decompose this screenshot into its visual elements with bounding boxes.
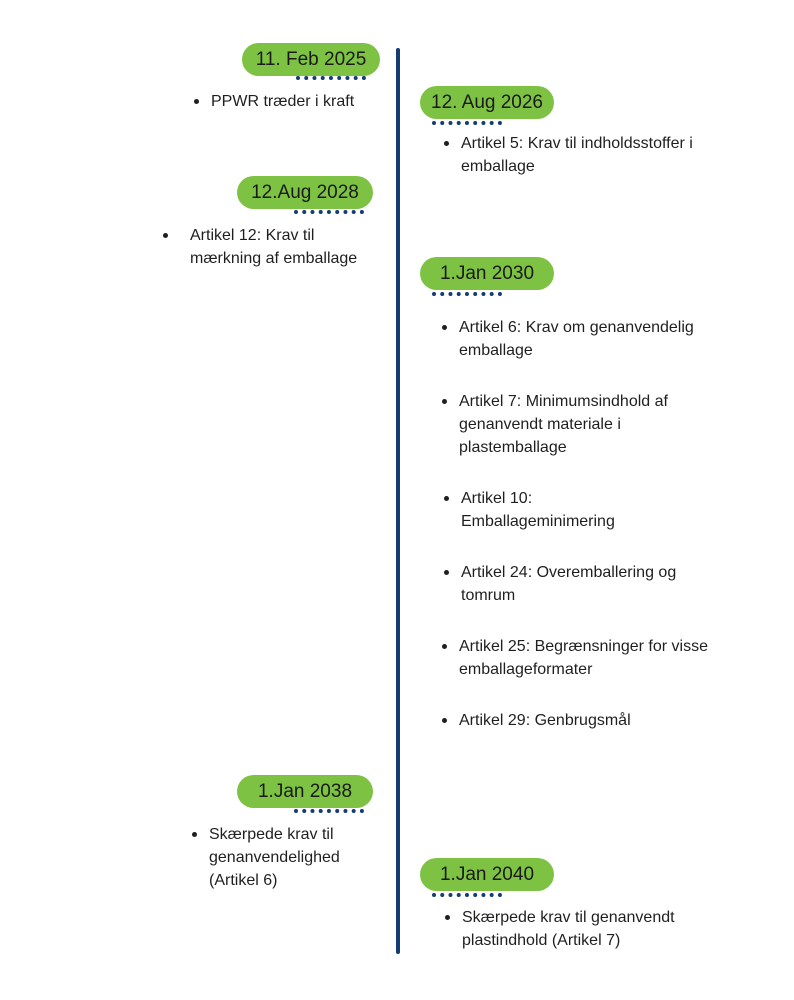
- event-item: Artikel 6: Krav om genanvendelig emballa…: [442, 316, 709, 362]
- event-item: Artikel 29: Genbrugsmål: [442, 709, 709, 732]
- date-pill-2028: 12.Aug 2028: [237, 176, 373, 209]
- date-pill-2026: 12. Aug 2026: [420, 86, 554, 119]
- event-items-2025: PPWR træder i kraft: [194, 90, 391, 113]
- event-item: Artikel 25: Begrænsninger for visse emba…: [442, 635, 709, 681]
- date-underline: [432, 292, 502, 296]
- event-items-2040: Skærpede krav til genanvendt plastindhol…: [445, 906, 712, 952]
- event-item: Artikel 5: Krav til indholdsstoffer i em…: [444, 132, 751, 178]
- date-underline: [432, 893, 502, 897]
- event-items-2028: Artikel 12: Krav til mærkning af emballa…: [163, 224, 390, 270]
- event-items-2030: Artikel 6: Krav om genanvendelig emballa…: [442, 316, 709, 732]
- event-item: Artikel 12: Krav til mærkning af emballa…: [163, 224, 390, 270]
- date-underline: [294, 210, 364, 214]
- event-item: Skærpede krav til genanvendelighed (Arti…: [192, 823, 379, 892]
- date-underline: [432, 121, 502, 125]
- timeline-axis: [396, 48, 400, 954]
- event-item: Artikel 7: Minimumsindhold af genanvendt…: [442, 390, 679, 459]
- event-item: PPWR træder i kraft: [194, 90, 391, 113]
- event-items-2026: Artikel 5: Krav til indholdsstoffer i em…: [444, 132, 751, 178]
- event-items-2038: Skærpede krav til genanvendelighed (Arti…: [192, 823, 379, 892]
- date-underline: [294, 809, 364, 813]
- date-pill-2038: 1.Jan 2038: [237, 775, 373, 808]
- date-pill-2025: 11. Feb 2025: [242, 43, 380, 76]
- date-pill-2040: 1.Jan 2040: [420, 858, 554, 891]
- event-item: Artikel 10: Emballageminimering: [444, 487, 641, 533]
- date-pill-2030: 1.Jan 2030: [420, 257, 554, 290]
- event-item: Artikel 24: Overemballering og tomrum: [444, 561, 709, 607]
- event-item: Skærpede krav til genanvendt plastindhol…: [445, 906, 712, 952]
- date-underline: [296, 76, 366, 80]
